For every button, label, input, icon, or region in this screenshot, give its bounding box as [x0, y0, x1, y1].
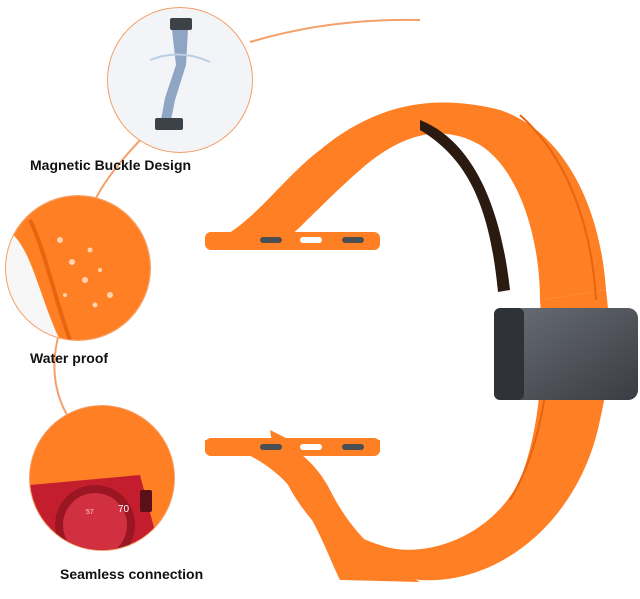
top-lug — [205, 232, 380, 250]
bottom-lug — [205, 438, 380, 456]
feature-label-magnetic: Magnetic Buckle Design — [30, 157, 192, 173]
watch-number-top: 70 — [118, 504, 130, 515]
watch-number-side: 57 — [86, 509, 94, 516]
magnetic-buckle-icon — [107, 7, 253, 153]
magnetic-clasp — [494, 308, 638, 400]
watch-band — [205, 102, 638, 582]
feature-label-seamless: Seamless connection — [60, 566, 204, 582]
feature-label-waterproof: Water proof — [30, 350, 109, 366]
water-droplets-icon — [5, 195, 151, 341]
watch-face-icon: 70 57 — [29, 405, 175, 551]
